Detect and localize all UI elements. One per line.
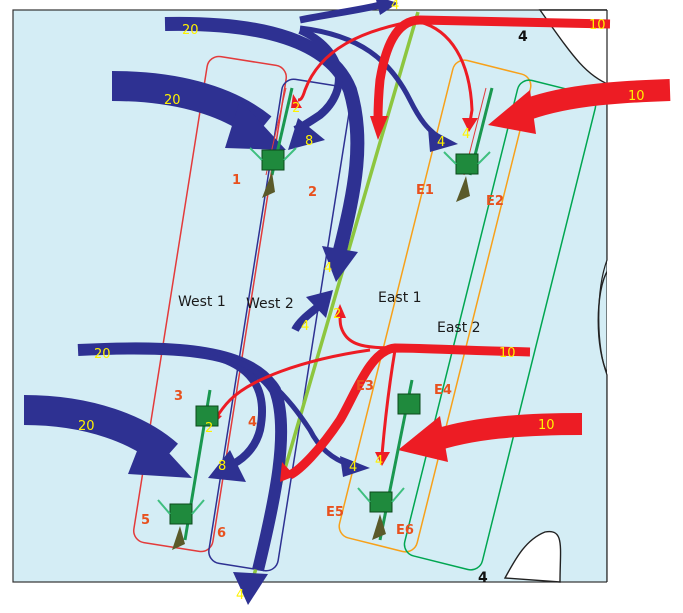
- structure-south-west: [157, 389, 219, 550]
- structure-south-east: [357, 379, 421, 541]
- west-flow-top-arrowhead: [322, 246, 358, 282]
- pier-e4: [397, 393, 421, 415]
- east-flow-mid-band: [287, 343, 531, 480]
- east-flow-north-cross: [297, 18, 421, 102]
- berth-label-2: 2: [308, 185, 317, 200]
- flow-label-north-east-cross: 2: [292, 101, 300, 116]
- flow-label-top-out: 4: [391, 0, 399, 13]
- zone-label-east1: East 1: [378, 290, 422, 306]
- flow-label-north-west-in: 20: [164, 93, 181, 108]
- west-flow-south-branch-arrowhead: [208, 450, 246, 482]
- east-flow-mid-cross-arrowhead: [334, 304, 346, 318]
- zone-east1-outline: [338, 59, 532, 553]
- west-flow-to-e5-arrowhead: [340, 456, 370, 477]
- east-flow-south-cross: [213, 348, 371, 421]
- flow-label-north-to-e1: 4: [437, 135, 445, 150]
- shore-right: [598, 10, 608, 582]
- east-flow-south-branch-arrowhead: [375, 452, 390, 466]
- west-flows: [23, 0, 458, 605]
- flow-label-north-main-down: 4: [324, 261, 332, 276]
- zone-west1-outline: [132, 55, 288, 553]
- zone-label-west1: West 1: [178, 294, 226, 310]
- flow-label-south-west-branch: 8: [218, 459, 226, 474]
- berth-label-6: 6: [217, 526, 226, 541]
- west-flow-south-in-arrowhead: [128, 428, 192, 478]
- flow-label-south-east-in: 10: [538, 418, 555, 433]
- flow-label-bottom-out: 4: [236, 588, 244, 603]
- flow-label-top-west-in: 20: [182, 23, 199, 38]
- west-flow-top-out: [299, 1, 381, 24]
- east-flow-mid-cross: [338, 314, 396, 350]
- east-flow-south-in-arrowhead: [398, 416, 448, 462]
- west-flow-bottom-arrowhead: [233, 572, 268, 605]
- berth-label-e1: E1: [416, 183, 434, 198]
- west-flow-to-e5: [199, 347, 351, 468]
- berth-label-1: 1: [232, 173, 241, 188]
- east-flow-south-branch: [380, 349, 397, 456]
- pier-5: [169, 503, 193, 525]
- zone-west2-outline: [208, 78, 352, 572]
- flow-label-mid-east-in: 10: [499, 346, 516, 361]
- berth-label-3: 3: [174, 389, 183, 404]
- pier-3: [195, 405, 219, 427]
- berth-label-e5: E5: [326, 505, 344, 520]
- pier-e6: [369, 491, 393, 513]
- berth-label-5: 5: [141, 513, 150, 528]
- east-flow-top-arrowhead: [370, 116, 388, 140]
- east-flow-south-in: [426, 413, 583, 453]
- west-flow-top-band: [164, 16, 365, 252]
- flow-label-north-east-branch: 4: [462, 127, 470, 142]
- flow-label-north-west-branch: 8: [305, 134, 313, 149]
- east-flow-mid-arrowhead: [280, 462, 295, 482]
- pier-1: [261, 149, 285, 171]
- flow-label-south-to-e5: 4: [349, 460, 357, 475]
- east-flow-north-branch-arrowhead: [462, 118, 478, 132]
- west-flow-to-e1-arrowhead: [428, 128, 458, 152]
- zone-label-west2: West 2: [246, 296, 294, 312]
- flow-label-top-east-in: 10: [589, 18, 606, 33]
- zone-label-east2: East 2: [437, 320, 481, 336]
- flow-label-south-east-branch: 4: [375, 454, 383, 469]
- west-flow-to-e1: [299, 25, 442, 141]
- flow-label-mid-west-in: 20: [94, 347, 111, 362]
- depth-label-top-right: 4: [518, 29, 528, 45]
- zone-east2-outline: [403, 79, 597, 571]
- flow-label-north-east-in: 10: [628, 89, 645, 104]
- east-flow-north-in: [515, 79, 671, 123]
- structure-north-west: [249, 87, 297, 198]
- west-flow-mid-up-arrowhead: [306, 290, 333, 318]
- structure-north-east: [443, 87, 494, 202]
- berth-label-e4: E4: [434, 383, 452, 398]
- berth-label-4: 4: [248, 415, 257, 430]
- west-flow-north-branch-arrowhead: [288, 118, 325, 150]
- east-flow-north-branch: [419, 20, 474, 123]
- pier-e2: [455, 153, 479, 175]
- berth-label-e2: E2: [486, 194, 504, 209]
- berth-label-e6: E6: [396, 523, 414, 538]
- east-flow-north-cross-arrowhead: [291, 94, 302, 108]
- west-flow-south-branch: [159, 344, 267, 470]
- flow-label-south-west-in: 20: [78, 419, 95, 434]
- east-flow-north-in-arrowhead: [488, 90, 536, 134]
- west-flow-top-out-arrowhead: [376, 0, 398, 15]
- berth-label-e3: E3: [356, 379, 374, 394]
- flow-label-mid-up: 4: [301, 319, 309, 334]
- flow-label-south-east-cross: 2: [205, 421, 213, 436]
- east-flows: [208, 15, 671, 482]
- depth-label-bottom-right: 4: [478, 570, 488, 586]
- flow-label-mid-east-cross: 2: [333, 307, 341, 322]
- land-bottom-right: [503, 530, 562, 583]
- west-flow-north-in-arrowhead: [225, 100, 286, 150]
